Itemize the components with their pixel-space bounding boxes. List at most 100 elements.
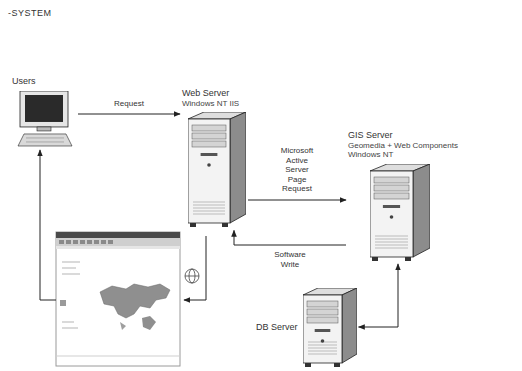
vent-line: [375, 247, 408, 248]
server-icon: [188, 112, 246, 228]
power-button: [390, 215, 394, 219]
title-bar: [56, 232, 180, 238]
tower-side: [413, 164, 430, 257]
illustration-part: [66, 240, 71, 244]
web-server: Web ServerWindows NT IIS: [180, 86, 248, 230]
diagram-title: -SYSTEM: [8, 8, 52, 18]
map-shape: [120, 322, 126, 330]
illustration-part: [101, 240, 106, 244]
drive-bay: [307, 317, 338, 323]
vent-line: [193, 202, 225, 203]
server-icon: [370, 164, 430, 262]
tower-foot: [222, 223, 228, 227]
illustration-part: [62, 322, 74, 323]
keyboard: [18, 134, 72, 146]
illustration-part: [62, 274, 80, 275]
illustration-part: [87, 240, 92, 244]
db-server: DB Server: [254, 284, 359, 370]
power-button: [320, 339, 324, 343]
drive-bay: [192, 133, 226, 139]
vent-line: [193, 205, 225, 206]
address-bar: [56, 246, 180, 249]
illustration-part: [108, 240, 113, 244]
illustration-part: [185, 276, 199, 277]
server-icon: [303, 288, 357, 368]
node-label: GIS Server: [348, 130, 458, 141]
toolbar-buttons: [59, 240, 113, 244]
monitor-screen: [25, 95, 63, 122]
drive-bay: [192, 125, 226, 131]
monitor-case: [20, 91, 68, 127]
power-button: [207, 164, 211, 168]
connector-arrow: [359, 264, 398, 327]
node-texts: Users: [12, 76, 36, 87]
drive-bay: [192, 141, 226, 147]
computer-icon: [14, 91, 76, 149]
vent-line: [193, 208, 225, 209]
vent-line: [193, 214, 225, 215]
node-label: Users: [12, 76, 36, 87]
node-texts: GIS ServerGeomedia + Web ComponentsWindo…: [348, 130, 458, 160]
floppy-slot: [383, 205, 400, 208]
user-workstation: Users: [10, 74, 78, 151]
tower-side: [342, 288, 357, 363]
response-line: [184, 236, 206, 300]
vent-line: [375, 244, 408, 245]
vent-line: [193, 211, 225, 212]
monitor-stand: [37, 127, 51, 131]
tower-foot: [305, 363, 311, 367]
screenshot-frame: [56, 232, 180, 366]
node-texts: DB Server: [256, 322, 298, 333]
map-shape: [142, 316, 156, 330]
node-subtitle: Windows NT IIS: [182, 99, 239, 109]
status-bar: [56, 356, 180, 357]
tower-side: [230, 112, 246, 223]
node-label: DB Server: [256, 322, 298, 333]
drive-bay: [307, 309, 338, 315]
display-line: [40, 150, 56, 300]
vent-line: [308, 345, 337, 346]
vent-line: [308, 348, 337, 349]
map-shape: [100, 284, 170, 318]
tower-front: [188, 119, 230, 223]
illustration-part: [80, 240, 85, 244]
illustration-part: [94, 240, 99, 244]
tower-foot: [190, 223, 196, 227]
node-texts: Web ServerWindows NT IIS: [182, 88, 239, 108]
connector-arrow: [248, 200, 346, 201]
vent-line: [308, 354, 337, 355]
side-panel-lines: [62, 262, 80, 328]
edge-label: Request: [112, 99, 146, 109]
edge-label: Microsoft Active Server Page Request: [279, 146, 315, 194]
illustration-part: [185, 269, 199, 283]
drive-bay: [374, 185, 409, 191]
tower-foot: [334, 363, 340, 367]
connector-arrow: [78, 114, 180, 115]
drive-bay: [374, 177, 409, 183]
vent-line: [375, 235, 408, 236]
illustration-part: [62, 262, 80, 263]
vent-line: [308, 351, 337, 352]
tower-foot: [372, 257, 378, 261]
illustration-part: [59, 240, 64, 244]
connector-arrow: [234, 230, 346, 245]
illustration-part: [62, 268, 76, 269]
vent-line: [375, 241, 408, 242]
node-label: Web Server: [182, 88, 239, 99]
drive-bay: [374, 193, 409, 199]
keyboard-keys: [26, 141, 64, 142]
globe-icon: [185, 269, 199, 283]
node-subtitle: Geomedia + Web Components: [348, 141, 458, 151]
edge-label: Software Write: [272, 250, 308, 269]
tower-front: [303, 295, 342, 363]
vent-line: [375, 238, 408, 239]
illustration-part: [73, 240, 78, 244]
node-subtitle: Windows NT: [348, 150, 458, 160]
keyboard-keys: [26, 137, 64, 138]
drive-bay: [307, 301, 338, 307]
illustration-part: [62, 328, 78, 329]
tower-front: [370, 171, 413, 257]
tower-foot: [405, 257, 411, 261]
tool-bar: [56, 238, 180, 246]
